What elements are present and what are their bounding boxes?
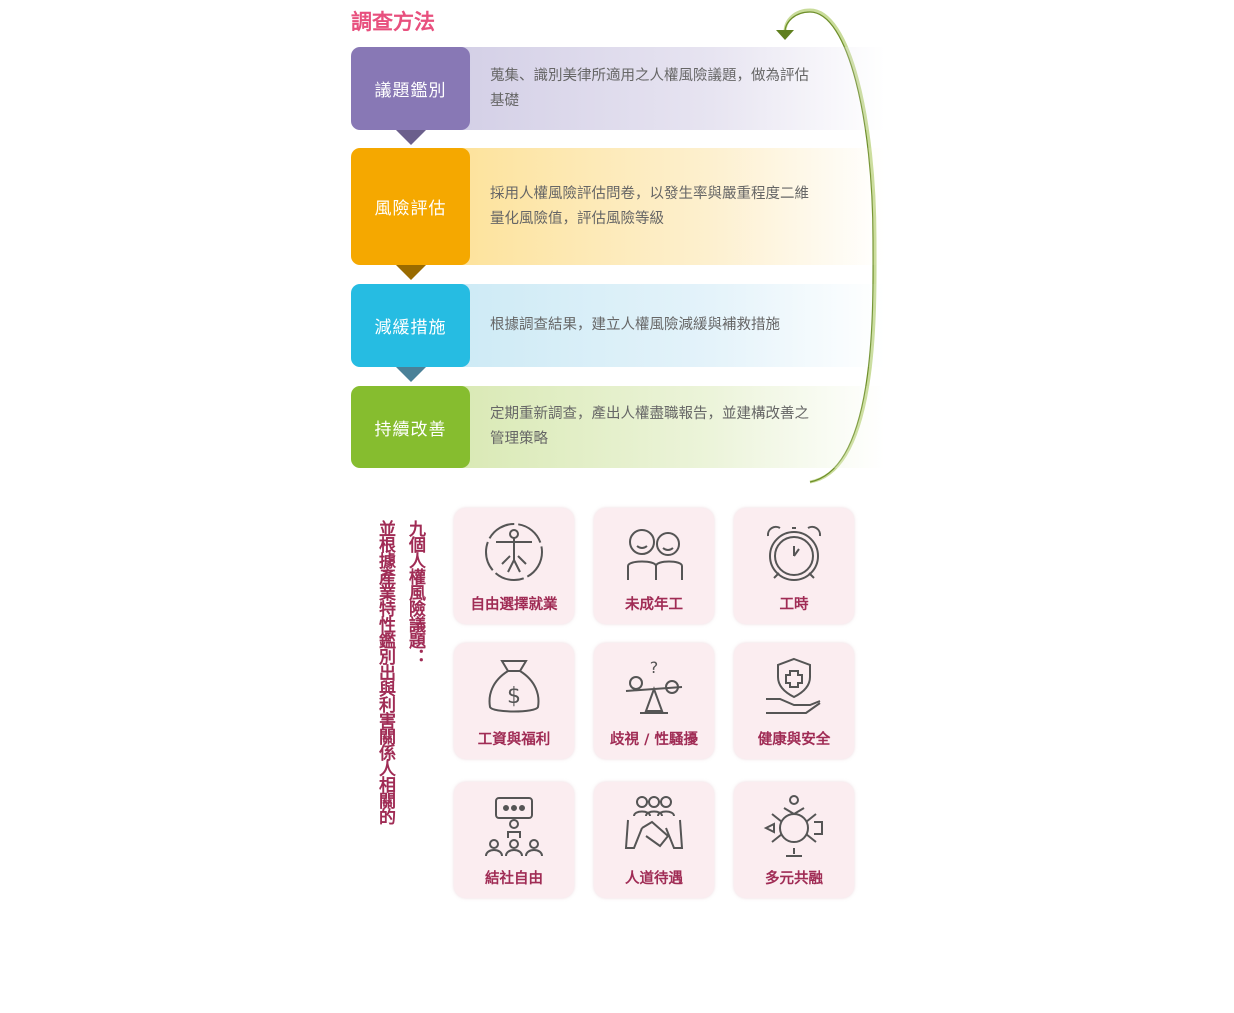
step-desc: 根據調查結果，建立人權風險減緩與補救措施 bbox=[490, 317, 780, 333]
issue-card: 多元共融 bbox=[734, 782, 854, 898]
step-desc: 採用人權風險評估問卷，以發生率與嚴重程度二維量化風險值，評估風險等級 bbox=[490, 185, 809, 227]
assembly-speech-icon bbox=[485, 797, 543, 857]
money-bag-icon: $ bbox=[488, 660, 540, 713]
step-identify: 議題鑑別 蒐集、識別美律所適用之人權風險議題，做為評估基礎 bbox=[351, 47, 885, 145]
issue-card: 未成年工 bbox=[594, 508, 714, 624]
children-icon bbox=[627, 529, 683, 580]
step-label: 持續改善 bbox=[351, 386, 470, 468]
down-arrow-icon bbox=[396, 265, 426, 280]
step-desc: 定期重新調查，產出人權盡職報告，並建構改善之管理策略 bbox=[490, 406, 809, 447]
step-mitigate: 減緩措施 根據調查結果，建立人權風險減緩與補救措施 bbox=[351, 284, 885, 382]
page-title: 調查方法 bbox=[351, 10, 435, 34]
step-improve: 持續改善 定期重新調查，產出人權盡職報告，並建構改善之管理策略 bbox=[351, 386, 885, 468]
issue-label: 未成年工 bbox=[625, 597, 683, 613]
balance-scale-icon: ? bbox=[625, 658, 683, 714]
intro-line-2: 九個人權風險議題： bbox=[405, 520, 425, 664]
alarm-clock-icon bbox=[766, 525, 822, 581]
issue-label: 工時 bbox=[779, 597, 809, 613]
svg-text:$: $ bbox=[507, 684, 521, 709]
issue-label: 人道待遇 bbox=[625, 871, 683, 887]
step-desc: 蒐集、識別美律所適用之人權風險議題，做為評估基礎 bbox=[490, 67, 809, 109]
intro-line-1: 並根據產業特性鑑別出與利害關係人相關的 bbox=[375, 520, 395, 824]
vitruvian-person-icon bbox=[485, 523, 543, 581]
handshake-icon bbox=[624, 796, 684, 849]
globe-people-icon bbox=[763, 795, 823, 857]
step-label: 風險評估 bbox=[351, 148, 470, 265]
issue-label: 結社自由 bbox=[485, 871, 543, 887]
issue-label: 多元共融 bbox=[765, 871, 823, 887]
down-arrow-icon bbox=[396, 367, 426, 382]
issue-card: 工時 bbox=[734, 508, 854, 624]
issue-label: 自由選擇就業 bbox=[470, 597, 558, 613]
issue-card: $ 工資與福利 bbox=[454, 643, 574, 759]
step-label: 減緩措施 bbox=[351, 284, 470, 367]
shield-hand-icon bbox=[766, 657, 821, 714]
issue-card: 健康與安全 bbox=[734, 643, 854, 759]
issue-card: 結社自由 bbox=[454, 782, 574, 898]
issue-label: 工資與福利 bbox=[477, 732, 551, 748]
issue-card: 自由選擇就業 bbox=[454, 508, 574, 624]
down-arrow-icon bbox=[396, 130, 426, 145]
step-assess: 風險評估 採用人權風險評估問卷，以發生率與嚴重程度二維量化風險值，評估風險等級 bbox=[351, 148, 885, 280]
issue-label: 歧視 / 性騷擾 bbox=[610, 732, 698, 748]
svg-text:?: ? bbox=[650, 658, 659, 677]
issue-card: ? 歧視 / 性騷擾 bbox=[594, 643, 714, 759]
step-label: 議題鑑別 bbox=[351, 47, 470, 130]
issue-label: 健康與安全 bbox=[757, 732, 831, 748]
issue-card: 人道待遇 bbox=[594, 782, 714, 898]
